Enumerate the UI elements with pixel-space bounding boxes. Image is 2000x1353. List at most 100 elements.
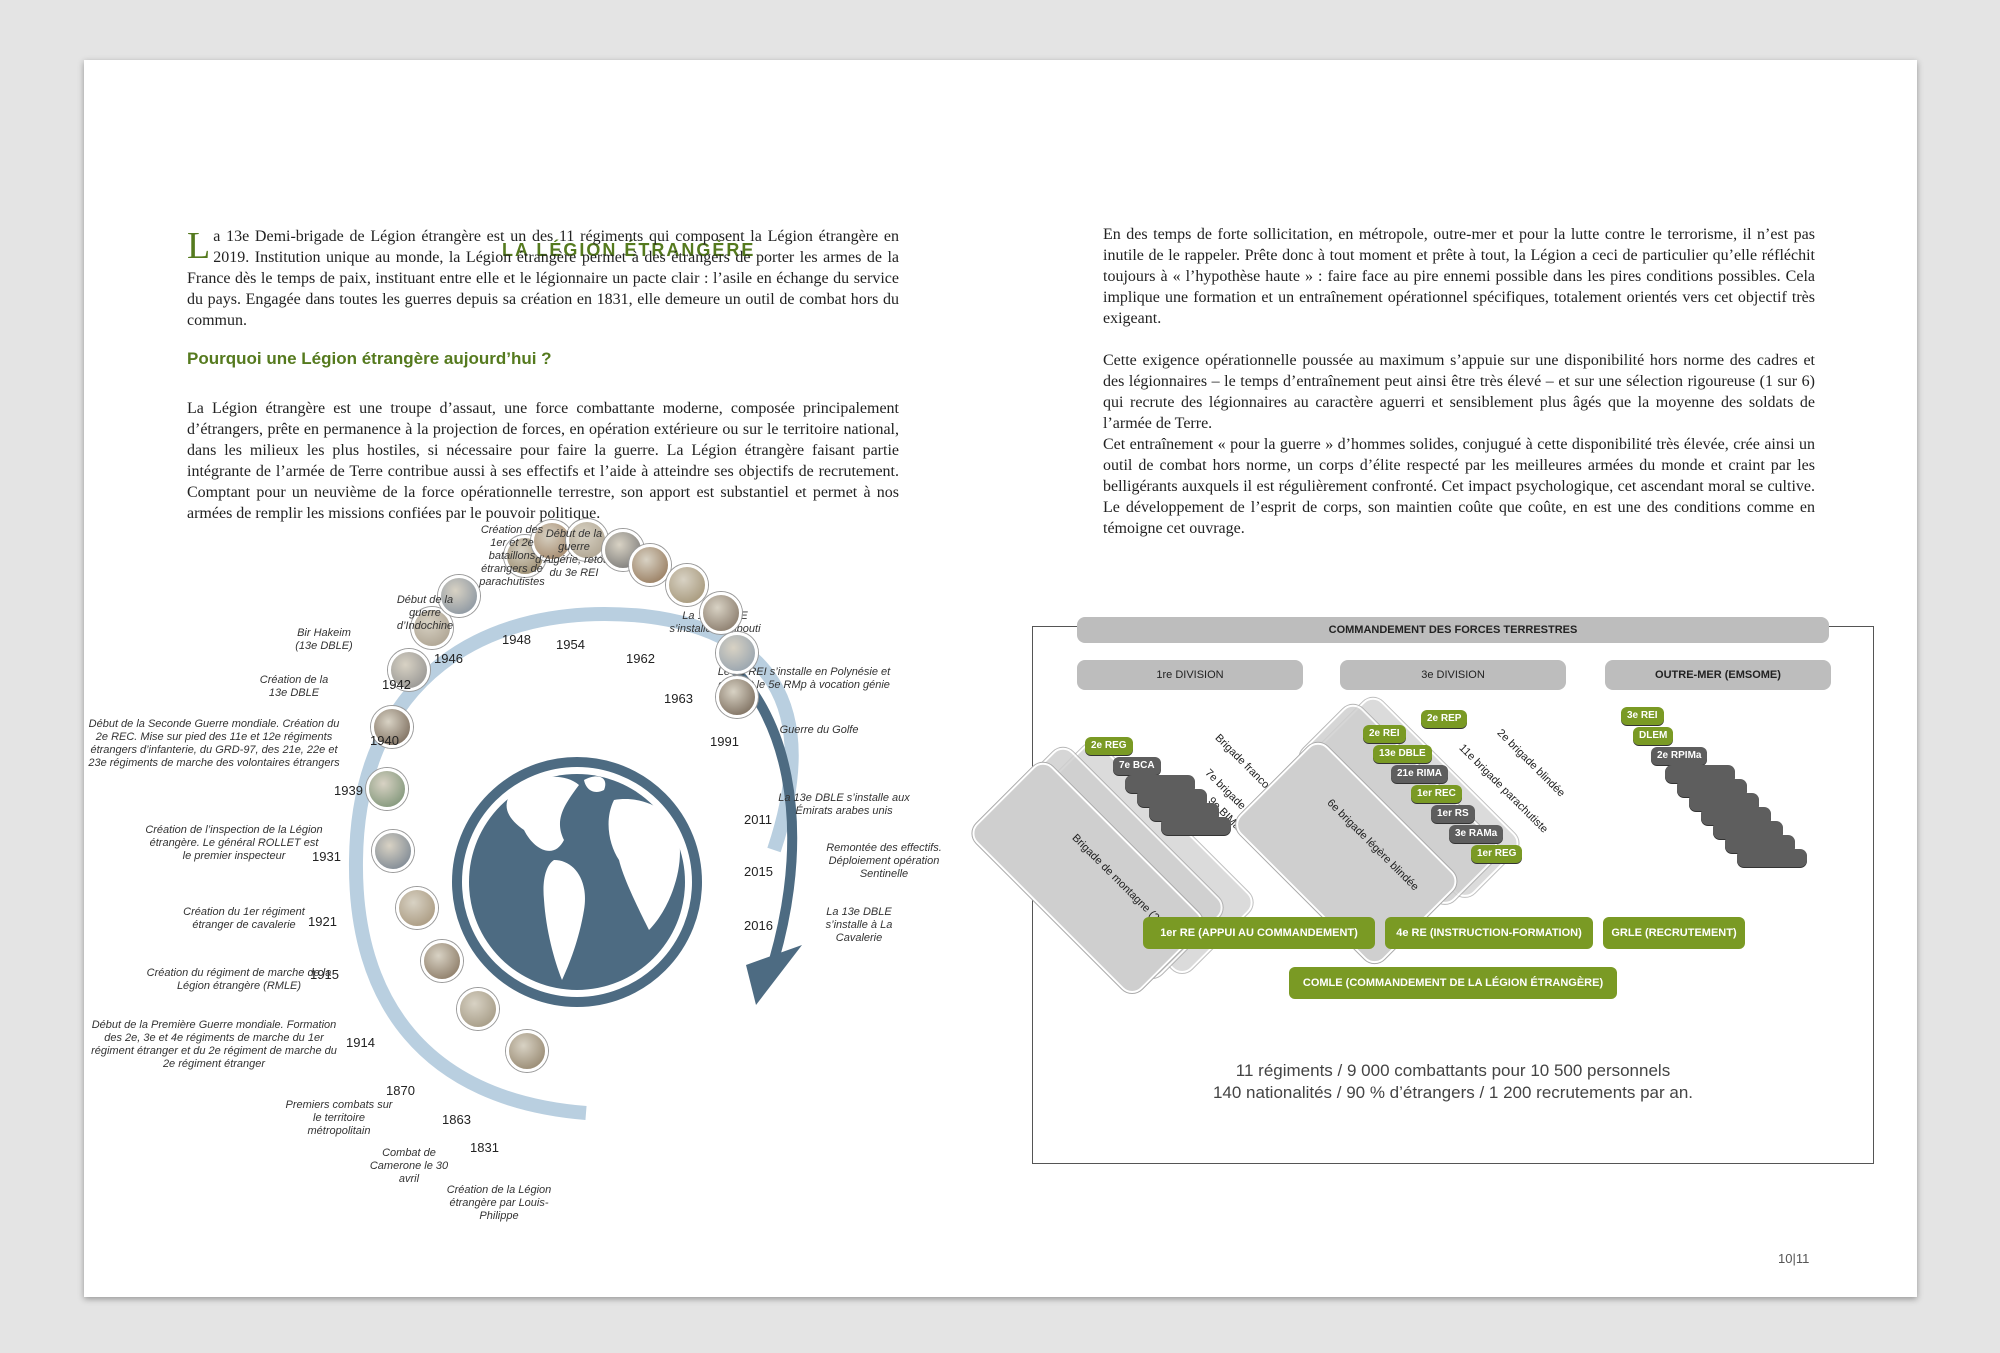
unit-dlem: DLEM [1633, 727, 1674, 745]
timeline-year-1939: 1939 [334, 783, 363, 798]
timeline-event-1948: Création des 1er et 2e bataillons étrang… [479, 524, 545, 588]
stats-line-2: 140 nationalités / 90 % d’étrangers / 1 … [1212, 1083, 1694, 1102]
timeline-year-1962: 1962 [626, 651, 655, 666]
globe-continent-south-america [543, 860, 585, 980]
outremer-label: OUTRE-MER (EMSOME) [1605, 660, 1831, 690]
timeline-photo-1915 [372, 830, 414, 872]
timeline-year-1831: 1831 [470, 1140, 499, 1155]
om-stack-5 [1713, 821, 1783, 839]
timeline-photo-1870 [421, 940, 463, 982]
org-chart: COMMANDEMENT DES FORCES TERRESTRES 1re D… [966, 617, 1874, 1164]
page-title: LA LÉGION ÉTRANGÈRE [502, 240, 756, 260]
timeline-year-2016: 2016 [744, 918, 773, 933]
timeline-event-1940: Création de la 13e DBLE [259, 674, 329, 699]
timeline-year-1915: 1915 [310, 967, 339, 982]
division-3-label: 3e DIVISION [1340, 660, 1566, 690]
timeline-event-1915: Création du régiment de marche de la Lég… [146, 967, 332, 992]
unit-stack-1 [1125, 775, 1195, 793]
stats-line-1: 11 régiments / 9 000 combattants pour 10… [1235, 1061, 1671, 1080]
timeline-photo-1921 [366, 768, 408, 810]
timeline-photo-1939 [388, 649, 430, 691]
unit-2e-rpima: 2e RPIMa [1651, 747, 1708, 765]
unit-stack-4 [1161, 817, 1231, 835]
org-header: COMMANDEMENT DES FORCES TERRESTRES [1077, 617, 1829, 643]
page-number: 10|11 [1778, 1251, 1810, 1266]
body-paragraph: La Légion étrangère est une troupe d’ass… [187, 398, 899, 524]
om-stack-7 [1737, 849, 1807, 867]
right-text-block: En des temps de forte sollicitation, en … [1103, 224, 1815, 539]
globe-continent-greenland [584, 776, 606, 792]
timeline-event-1991: Guerre du Golfe [779, 724, 859, 736]
timeline-event-1921: Création du 1er régiment étranger de cav… [183, 906, 305, 931]
timeline-photo-2016 [716, 676, 758, 718]
timeline-event-1954: Début de la guerre d’Algérie, retour du … [535, 528, 613, 579]
timeline-photo-1914 [396, 887, 438, 929]
timeline-event-1870: Premiers combats sur le territoire métro… [285, 1099, 393, 1137]
section-subtitle: Pourquoi une Légion étrangère aujourd’hu… [187, 349, 552, 368]
timeline-event-2011: La 13e DBLE s’installe aux Émirats arabe… [778, 792, 910, 817]
timeline-year-1914: 1914 [346, 1035, 375, 1050]
unit-stack-2 [1137, 789, 1207, 807]
timeline-year-2011: 2011 [744, 812, 772, 827]
globe-continent-north-america [506, 776, 579, 851]
timeline-year-1948: 1948 [502, 632, 531, 647]
division-1-label: 1re DIVISION [1077, 660, 1303, 690]
unit-stack-3 [1149, 803, 1219, 821]
timeline-year-1931: 1931 [312, 849, 341, 864]
drop-cap: L [187, 225, 211, 267]
timeline-photo-1931 [371, 706, 413, 748]
support-1er-re: 1er RE (APPUI AU COMMANDEMENT) [1143, 917, 1375, 949]
timeline-event-1914: Début de la Première Guerre mondiale. Fo… [91, 1019, 337, 1070]
om-stack-4 [1701, 807, 1771, 825]
unit-2e-rep: 2e REP [1421, 710, 1468, 728]
unit-3e-rei: 3e REI [1621, 707, 1664, 725]
om-stack-1 [1665, 765, 1735, 783]
timeline-year-1963: 1963 [664, 691, 693, 706]
timeline-event-1963: Le 5e REI s’installe en Polynésie et dev… [717, 666, 891, 691]
timeline-year-1942: 1942 [382, 677, 411, 692]
om-stack-2 [1677, 779, 1747, 797]
timeline-photo-1940 [411, 607, 453, 649]
timeline-year-1946: 1946 [434, 651, 463, 666]
timeline-photo-1963 [629, 544, 671, 586]
timeline-year-1991: 1991 [710, 734, 739, 749]
unit-2e-rei: 2e REI [1363, 725, 1406, 743]
comle-pill: COMLE (COMMANDEMENT DE LA LÉGION ÉTRANGÈ… [1289, 967, 1617, 999]
timeline-event-1946: Début de la guerre d’Indochine [396, 594, 454, 632]
support-grle: GRLE (RECRUTEMENT) [1603, 917, 1745, 949]
right-paragraph-2: Cette exigence opérationnelle poussée au… [1103, 352, 1815, 432]
timeline-event-1942: Bir Hakeim (13e DBLE) [295, 627, 353, 652]
timeline-event-2016: La 13e DBLE s’installe à La Cavalerie [825, 906, 893, 944]
timeline-event-1863: Combat de Camerone le 30 avril [369, 1147, 449, 1185]
unit-1er-rs: 1er RS [1431, 805, 1475, 823]
timeline-photo-2011 [700, 592, 742, 634]
timeline-photo-1991 [666, 564, 708, 606]
globe-continent-africa [608, 799, 680, 930]
timeline-event-2015: Remontée des effectifs. Déploiement opér… [826, 842, 942, 880]
timeline-event-1931: Création de l’inspection de la Légion ét… [145, 824, 323, 862]
unit-3e-rama: 3e RAMa [1449, 825, 1504, 843]
unit-1er-reg: 1er REG [1471, 845, 1523, 863]
timeline-year-1870: 1870 [386, 1083, 415, 1098]
timeline-photo-1863 [457, 988, 499, 1030]
timeline-photo-1942 [438, 575, 480, 617]
unit-2e-reg: 2e REG [1085, 737, 1133, 755]
unit-13e-dble: 13e DBLE [1373, 745, 1432, 763]
timeline-event-1831: Création de la Légion étrangère par Loui… [446, 1184, 552, 1222]
right-paragraph-3: Cet entraînement « pour la guerre » d’ho… [1103, 436, 1815, 537]
right-paragraph-1: En des temps de forte sollicitation, en … [1103, 226, 1815, 327]
timeline-photo-2015 [716, 632, 758, 674]
unit-7e-bca: 7e BCA [1113, 757, 1161, 775]
timeline-year-1863: 1863 [442, 1112, 471, 1127]
body-text: La Légion étrangère est une troupe d’ass… [187, 400, 899, 522]
timeline-year-2015: 2015 [744, 864, 773, 879]
org-stats: 11 régiments / 9 000 combattants pour 10… [1033, 1060, 1873, 1104]
timeline-photo-1954 [566, 519, 608, 561]
timeline-event-1939: Début de la Seconde Guerre mondiale. Cré… [88, 718, 340, 769]
timeline-photo-1831 [506, 1030, 548, 1072]
timeline-year-1921: 1921 [308, 914, 337, 929]
intro-text: a 13e Demi-brigade de Légion étrangère e… [187, 228, 899, 329]
